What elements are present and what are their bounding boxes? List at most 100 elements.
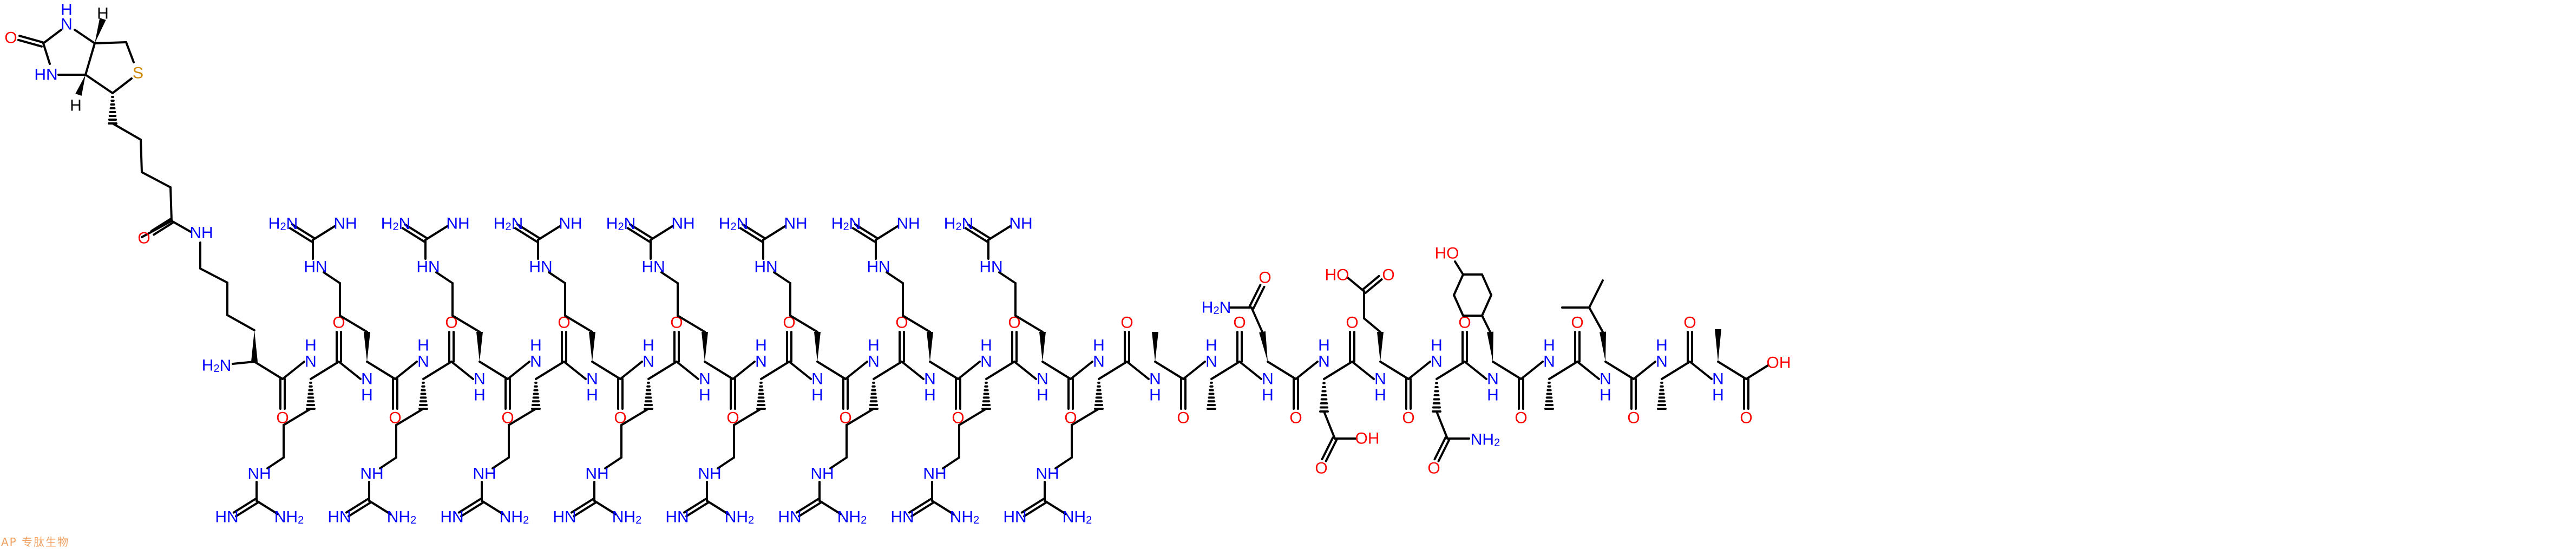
bond — [1576, 361, 1600, 380]
bond — [1013, 361, 1037, 380]
bond — [683, 498, 707, 514]
bond — [845, 408, 875, 426]
carbonyl-oxygen: O — [501, 409, 514, 427]
guanidine-label: H2N — [606, 215, 635, 233]
bond — [902, 315, 931, 333]
phenol-oh: HO — [1435, 245, 1459, 263]
guanidine-label: NH — [896, 215, 920, 233]
bond — [604, 456, 622, 469]
bond — [685, 501, 710, 518]
amide-label: H2N — [1202, 299, 1231, 317]
guanidine-label: HN — [215, 508, 238, 526]
bond — [760, 361, 790, 380]
bond — [964, 227, 988, 243]
bond — [844, 361, 868, 380]
bond — [1238, 361, 1262, 380]
bond — [514, 227, 538, 243]
bond — [84, 74, 114, 94]
bond — [42, 42, 51, 65]
bond — [677, 315, 706, 333]
bond — [348, 501, 372, 518]
bond — [125, 41, 135, 63]
bond — [1248, 284, 1262, 308]
nitrogen-label: HN — [34, 66, 57, 84]
amide-hydrogen: H — [868, 337, 880, 355]
bond — [18, 35, 44, 44]
amide-hydrogen: H — [305, 337, 317, 355]
carbonyl-oxygen: O — [332, 314, 345, 332]
guanidine-nh: NH — [698, 465, 721, 483]
amide-nitrogen: N — [1712, 370, 1724, 388]
wedge-bond — [814, 332, 821, 362]
bond — [171, 220, 192, 233]
carbonyl-oxygen: O — [445, 314, 457, 332]
bond — [460, 501, 484, 518]
bond — [788, 361, 812, 380]
bond — [706, 500, 730, 515]
oxygen-label: O — [4, 29, 17, 47]
bond — [150, 218, 172, 232]
guanidine-nh: NH — [473, 465, 496, 483]
carbonyl-oxygen: O — [1064, 409, 1077, 427]
bond — [1054, 456, 1073, 469]
amide-hydrogen: H — [586, 387, 598, 404]
guanidine-nh: HN — [641, 258, 665, 276]
bond — [1661, 361, 1691, 380]
bond — [591, 361, 621, 380]
amide-hydrogen: H — [1262, 387, 1274, 404]
amide-nitrogen: N — [811, 370, 823, 388]
amide-hydrogen: H — [924, 387, 936, 404]
guanidine-label: HN — [553, 508, 576, 526]
bond — [1252, 285, 1266, 310]
amide-nitrogen: N — [474, 370, 486, 388]
nitrogen-label: N — [61, 16, 73, 34]
bond — [338, 361, 362, 380]
guanidine-label: NH2 — [500, 508, 529, 527]
bond — [1351, 361, 1375, 380]
guanidine-label: NH2 — [612, 508, 641, 527]
amide-nitrogen: N — [417, 353, 429, 371]
bond — [199, 267, 228, 284]
bond — [798, 501, 822, 518]
bond — [733, 408, 762, 426]
amide-nitrogen: N — [530, 353, 542, 371]
amide-nitrogen: N — [868, 353, 880, 371]
amide-hydrogen: H — [361, 387, 373, 404]
bond — [1071, 408, 1100, 426]
amide-nitrogen: N — [586, 370, 598, 388]
amide-hydrogen: H — [811, 387, 823, 404]
bond — [450, 361, 474, 380]
amide-hydrogen: H — [1431, 337, 1443, 355]
bond — [1745, 364, 1769, 380]
bond — [619, 361, 643, 380]
amide-nitrogen: N — [1149, 370, 1161, 388]
ring-bond — [1453, 273, 1464, 296]
guanidine-nh: NH — [1035, 465, 1059, 483]
guanidine-nh: NH — [360, 465, 383, 483]
amide-hydrogen: H — [1037, 387, 1048, 404]
bond — [507, 361, 530, 380]
bond — [1182, 361, 1206, 380]
guanidine-label: H2N — [268, 215, 298, 233]
carbonyl-oxygen: O — [1177, 409, 1189, 427]
bond — [451, 315, 481, 333]
amide-nitrogen: N — [361, 370, 373, 388]
watermark-logo: AP 专肽生物 — [1, 535, 70, 548]
amide-nitrogen: N — [699, 370, 711, 388]
bond — [563, 361, 587, 380]
bond — [942, 456, 960, 469]
bond — [17, 38, 43, 48]
bond — [818, 500, 842, 515]
acid-ho: HO — [1325, 266, 1349, 284]
wedge-bond — [1039, 332, 1046, 362]
bond — [42, 29, 62, 44]
bond — [795, 498, 820, 514]
bond — [140, 139, 143, 173]
bond — [1481, 315, 1491, 333]
amide-nitrogen: N — [1318, 353, 1330, 371]
guanidine-label: NH2 — [274, 508, 304, 527]
guanidine-label: NH2 — [837, 508, 867, 527]
guanidine-label: NH — [333, 215, 357, 233]
amide-hydrogen: H — [1656, 337, 1668, 355]
carbonyl-oxygen: O — [1120, 314, 1133, 332]
